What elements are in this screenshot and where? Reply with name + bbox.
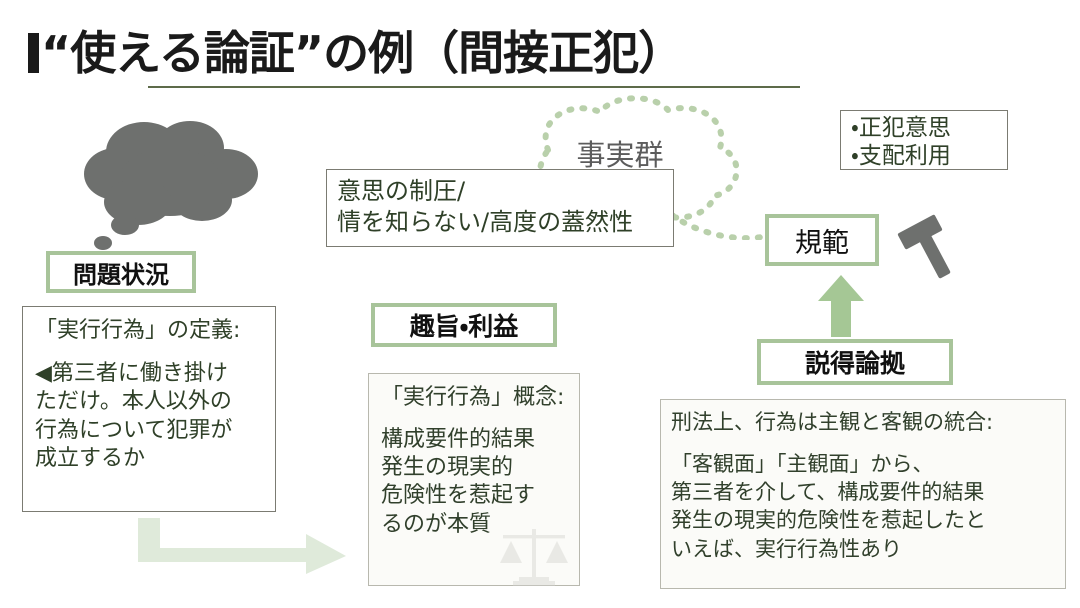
page-title-text: “使える論証”の例（間接正犯） [41, 26, 684, 80]
norm-trait-1: ・支配利用 [851, 142, 951, 169]
problem-situation-textbox[interactable]: 「実行行為」の定義: ◀第三者に働き掛け ただけ。本人以外の 行為について犯罪が… [22, 306, 276, 512]
argument-line-4: いえば、実行行為性あり [671, 536, 902, 561]
purpose-interest-header[interactable]: 趣旨・利益 [371, 303, 557, 347]
facts-textbox[interactable]: 意思の制圧/ 情を知らない/高度の蓋然性 [326, 169, 674, 247]
purpose-line-2: 発生の現実的 [381, 455, 514, 481]
title-underline-divider [148, 86, 800, 88]
thought-cloud-icon [84, 121, 258, 250]
norm-trait-0: ・正犯意思 [851, 115, 951, 141]
title-bullet-icon [28, 33, 39, 73]
persuasive-argument-textbox[interactable]: 刑法上、行為は主観と客観の統合: 「客観面」「主観面」から、 第三者を介して、構… [660, 399, 1066, 589]
purpose-interest-textbox[interactable]: 「実行行為」概念: 構成要件的結果 発生の現実的 危険性を惹起す るのが本質 [368, 373, 580, 586]
persuasive-argument-label: 説得論拠 [804, 349, 905, 378]
purpose-line-0: 「実行行為」概念: [381, 385, 565, 410]
gavel-icon [897, 214, 951, 279]
page-title: “使える論証”の例（間接正犯） [28, 22, 1028, 84]
problem-line-2: ただけ。本人以外の [35, 389, 232, 415]
purpose-line-3: 危険性を惹起す [381, 483, 536, 509]
argument-line-0: 刑法上、行為は主観と客観の統合: [671, 410, 994, 434]
problem-situation-label: 問題状況 [73, 260, 169, 289]
argument-line-2: 第三者を介して、構成要件的結果 [671, 480, 985, 505]
problem-line-0: 「実行行為」の定義: [35, 318, 241, 343]
facts-line-1: 情を知らない/高度の蓋然性 [337, 208, 634, 237]
purpose-line-4: るのが本質 [381, 511, 492, 537]
facts-cloud-outline-icon [537, 95, 771, 240]
argument-line-3: 発生の現実的危険性を惹起したと [671, 508, 986, 533]
problem-line-1: ◀第三者に働き掛け [35, 360, 228, 386]
scales-of-justice-icon [500, 529, 568, 586]
norm-label: 規範 [795, 227, 849, 259]
norm-header[interactable]: 規範 [765, 214, 879, 266]
problem-line-3: 行為について犯罪が [35, 417, 233, 443]
argument-line-1: 「客観面」「主観面」から、 [671, 452, 934, 477]
facts-cloud-label: 事実群 [576, 138, 664, 172]
facts-line-0: 意思の制圧/ [337, 177, 466, 205]
purpose-line-1: 構成要件的結果 [381, 427, 536, 453]
problem-line-4: 成立するか [35, 446, 146, 472]
up-arrow-icon [818, 275, 864, 337]
purpose-interest-label: 趣旨・利益 [409, 312, 519, 341]
persuasive-argument-header[interactable]: 説得論拠 [757, 339, 953, 385]
norm-traits-textbox[interactable]: ・正犯意思 ・支配利用 [840, 110, 1008, 170]
elbow-arrow-right-icon [138, 518, 346, 574]
problem-situation-header[interactable]: 問題状況 [46, 251, 196, 293]
